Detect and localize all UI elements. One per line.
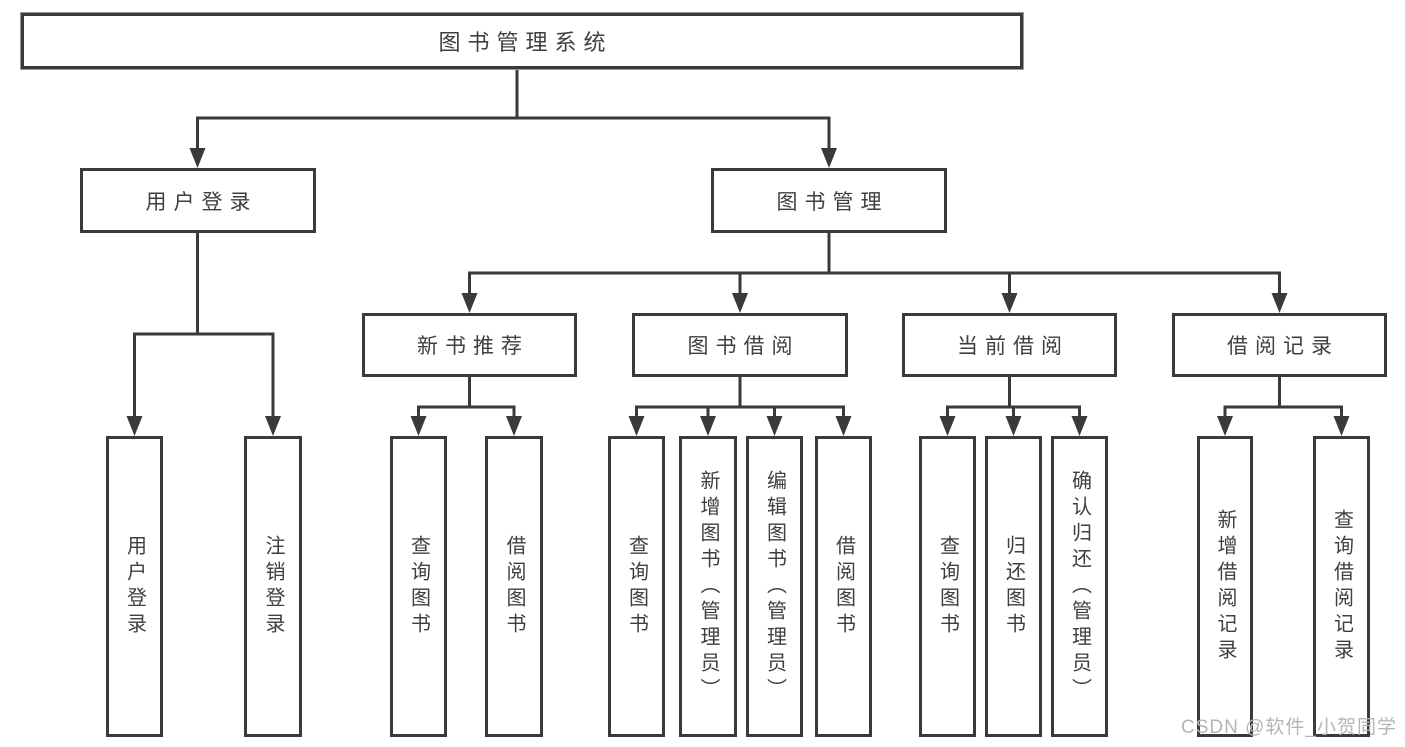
leaf-borrow-books-recommend: 借阅图书 bbox=[485, 436, 543, 737]
leaf-query-books-borrow: 查询图书 bbox=[608, 436, 665, 737]
node-borrow-records-label: 借阅记录 bbox=[1227, 335, 1339, 358]
node-current-borrow-label: 当前借阅 bbox=[957, 335, 1069, 358]
node-book-management: 图书管理 bbox=[711, 168, 947, 233]
node-borrow-records: 借阅记录 bbox=[1172, 313, 1387, 377]
leaf-confirm-return-admin-label: 确认归还（管理员） bbox=[1068, 469, 1091, 704]
leaf-add-books-admin-label: 新增图书（管理员） bbox=[697, 469, 719, 704]
node-book-management-label: 图书管理 bbox=[776, 190, 889, 214]
node-root: 图书管理系统 bbox=[21, 13, 1023, 69]
node-new-book-recommend: 新书推荐 bbox=[362, 313, 577, 377]
leaf-query-books-current-label: 查询图书 bbox=[936, 534, 959, 639]
leaf-query-books-borrow-label: 查询图书 bbox=[625, 534, 648, 639]
leaf-borrow-books-recommend-label: 借阅图书 bbox=[503, 534, 525, 639]
node-user-login: 用户登录 bbox=[80, 168, 316, 233]
leaf-borrow-books-label: 借阅图书 bbox=[832, 534, 855, 639]
watermark: CSDN @软件_小贺同学 bbox=[1181, 717, 1397, 738]
leaf-return-books-label: 归还图书 bbox=[1002, 534, 1025, 639]
leaf-user-login: 用户登录 bbox=[106, 436, 163, 737]
arrowheads bbox=[126, 148, 1350, 436]
leaf-add-borrow-record: 新增借阅记录 bbox=[1197, 436, 1253, 737]
leaf-user-login-label: 用户登录 bbox=[123, 534, 146, 639]
leaf-edit-books-admin-label: 编辑图书（管理员） bbox=[763, 469, 786, 704]
node-book-borrow-label: 图书借阅 bbox=[687, 335, 800, 358]
leaf-edit-books-admin: 编辑图书（管理员） bbox=[746, 436, 803, 737]
leaf-logout: 注销登录 bbox=[244, 436, 302, 737]
node-current-borrow: 当前借阅 bbox=[902, 313, 1117, 377]
node-book-borrow: 图书借阅 bbox=[632, 313, 848, 377]
leaf-query-borrow-record: 查询借阅记录 bbox=[1313, 436, 1370, 737]
leaf-logout-label: 注销登录 bbox=[262, 534, 284, 639]
node-root-label: 图书管理系统 bbox=[438, 30, 613, 55]
leaf-query-books-recommend-label: 查询图书 bbox=[407, 534, 430, 639]
leaf-confirm-return-admin: 确认归还（管理员） bbox=[1051, 436, 1108, 737]
leaf-borrow-books: 借阅图书 bbox=[815, 436, 872, 737]
leaf-return-books: 归还图书 bbox=[985, 436, 1042, 737]
leaf-query-books-recommend: 查询图书 bbox=[390, 436, 447, 737]
node-user-login-label: 用户登录 bbox=[145, 190, 258, 214]
leaf-query-books-current: 查询图书 bbox=[919, 436, 976, 737]
leaf-query-borrow-record-label: 查询借阅记录 bbox=[1330, 508, 1353, 665]
leaf-add-books-admin: 新增图书（管理员） bbox=[679, 436, 737, 737]
leaf-add-borrow-record-label: 新增借阅记录 bbox=[1214, 508, 1236, 665]
node-new-book-recommend-label: 新书推荐 bbox=[417, 335, 529, 358]
